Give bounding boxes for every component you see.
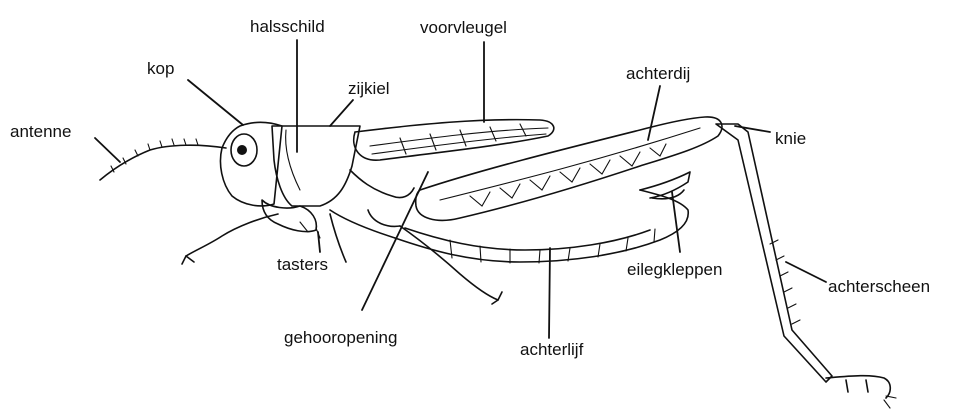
leader-achterscheen — [786, 262, 826, 282]
label-voorvleugel: voorvleugel — [420, 18, 507, 37]
leader-achterdij — [648, 86, 660, 140]
leader-knie — [735, 126, 770, 132]
label-knie: knie — [775, 129, 806, 148]
grasshopper-illustration — [100, 117, 896, 408]
label-antenne: antenne — [10, 122, 71, 141]
abdomen-shape — [395, 172, 690, 263]
leader-kop — [188, 80, 243, 125]
leader-gehooropening — [362, 172, 428, 310]
front-legs-shape — [182, 214, 502, 304]
label-zijkiel: zijkiel — [348, 79, 390, 98]
labels: halsschild voorvleugel kop zijkiel achte… — [10, 17, 930, 359]
antenna-shape — [100, 139, 226, 180]
label-achterlijf: achterlijf — [520, 340, 584, 359]
leader-tasters — [318, 232, 320, 252]
label-eilegkleppen: eilegkleppen — [627, 260, 722, 279]
forewing-shape — [354, 120, 554, 161]
head-shape — [220, 122, 320, 238]
label-halsschild: halsschild — [250, 17, 325, 36]
leader-zijkiel — [330, 100, 353, 126]
leader-lines — [95, 40, 826, 338]
hind-tibia-shape — [716, 124, 896, 408]
label-achterdij: achterdij — [626, 64, 690, 83]
leader-achterlijf — [549, 248, 550, 338]
label-kop: kop — [147, 59, 174, 78]
label-gehooropening: gehooropening — [284, 328, 397, 347]
label-achterscheen: achterscheen — [828, 277, 930, 296]
leader-antenne — [95, 138, 120, 162]
label-tasters: tasters — [277, 255, 328, 274]
